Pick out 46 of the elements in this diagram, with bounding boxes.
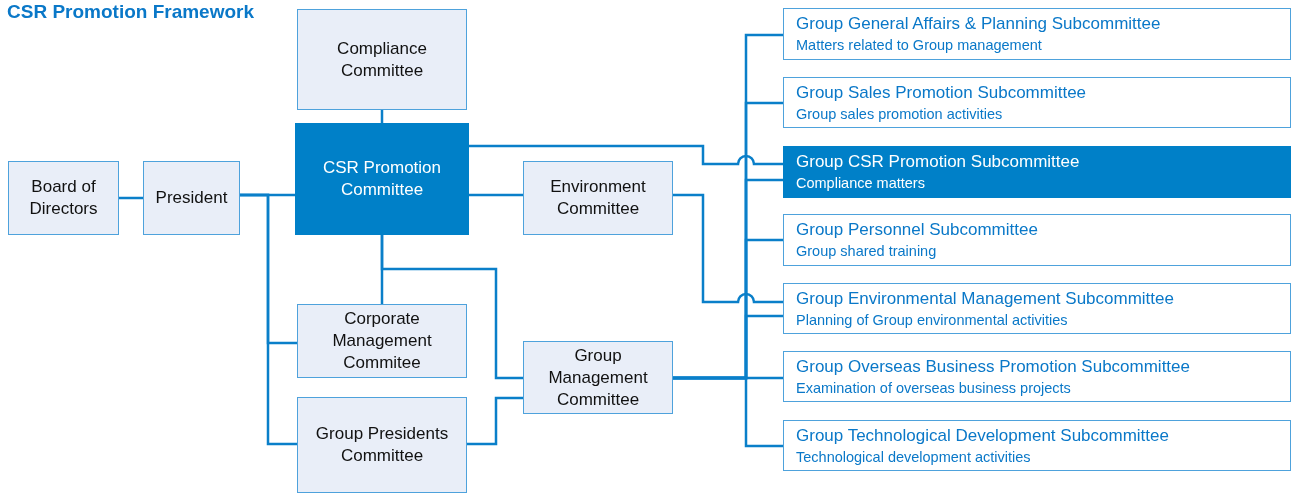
subcommittee-description: Examination of overseas business projects [796,378,1071,398]
connector-line [673,193,783,304]
committee-name: Group Management Committee [547,344,649,411]
subcommittee-description: Compliance matters [796,174,925,193]
committee-name: Board of Directors [28,176,99,220]
committee-name: CSR Promotion Committee [321,157,443,201]
subcommittee-box [783,420,1291,471]
subcommittee-box [783,146,1291,198]
subcommittee-box [783,351,1291,402]
subcommittee-box [783,8,1291,60]
subcommittee-description: Matters related to Group management [796,36,1042,55]
committee-name: President [154,187,229,209]
committee-name: Corporate Management Commitee [331,308,433,374]
connector-line [240,193,297,446]
connector-line [380,235,523,380]
connector-line [467,396,523,446]
subcommittee-description: Planning of Group environmental activities [796,310,1068,330]
connector-line [119,196,143,200]
committee-name: Group Presidents Committee [314,423,450,467]
subcommittee-name: Group General Affairs & Planning Subcommittee [796,13,1161,35]
subcommittee-name: Group CSR Promotion Subcommittee [796,151,1080,173]
committee-box [297,9,467,110]
committee-box [523,341,673,414]
connector-line [469,193,523,197]
committee-box [297,397,467,493]
committee-box [297,304,467,378]
subcommittee-description: Technological development activities [796,447,1031,467]
subcommittee-description: Group sales promotion activities [796,104,1003,124]
subcommittee-name: Group Sales Promotion Subcommittee [796,81,1087,104]
subcommittee-box [783,77,1291,128]
committee-box [523,161,673,235]
subcommittee-description: Group shared training [796,242,937,261]
committee-name: Environment Committee [549,176,647,220]
connector-line [673,376,783,448]
committee-name: Compliance Committee [336,37,428,82]
subcommittee-box [783,283,1291,334]
committee-box [295,123,469,235]
subcommittee-name: Group Personnel Subcommittee [796,219,1038,241]
diagram-title: CSR Promotion Framework [7,1,255,23]
committee-box [143,161,240,235]
connector-line [469,144,783,166]
subcommittee-name: Group Technological Development Subcommittee [796,424,1169,447]
subcommittee-name: Group Overseas Business Promotion Subcommittee [796,355,1190,378]
subcommittee-box [783,214,1291,266]
committee-box [8,161,119,235]
subcommittee-name: Group Environmental Management Subcommittee [796,287,1174,310]
